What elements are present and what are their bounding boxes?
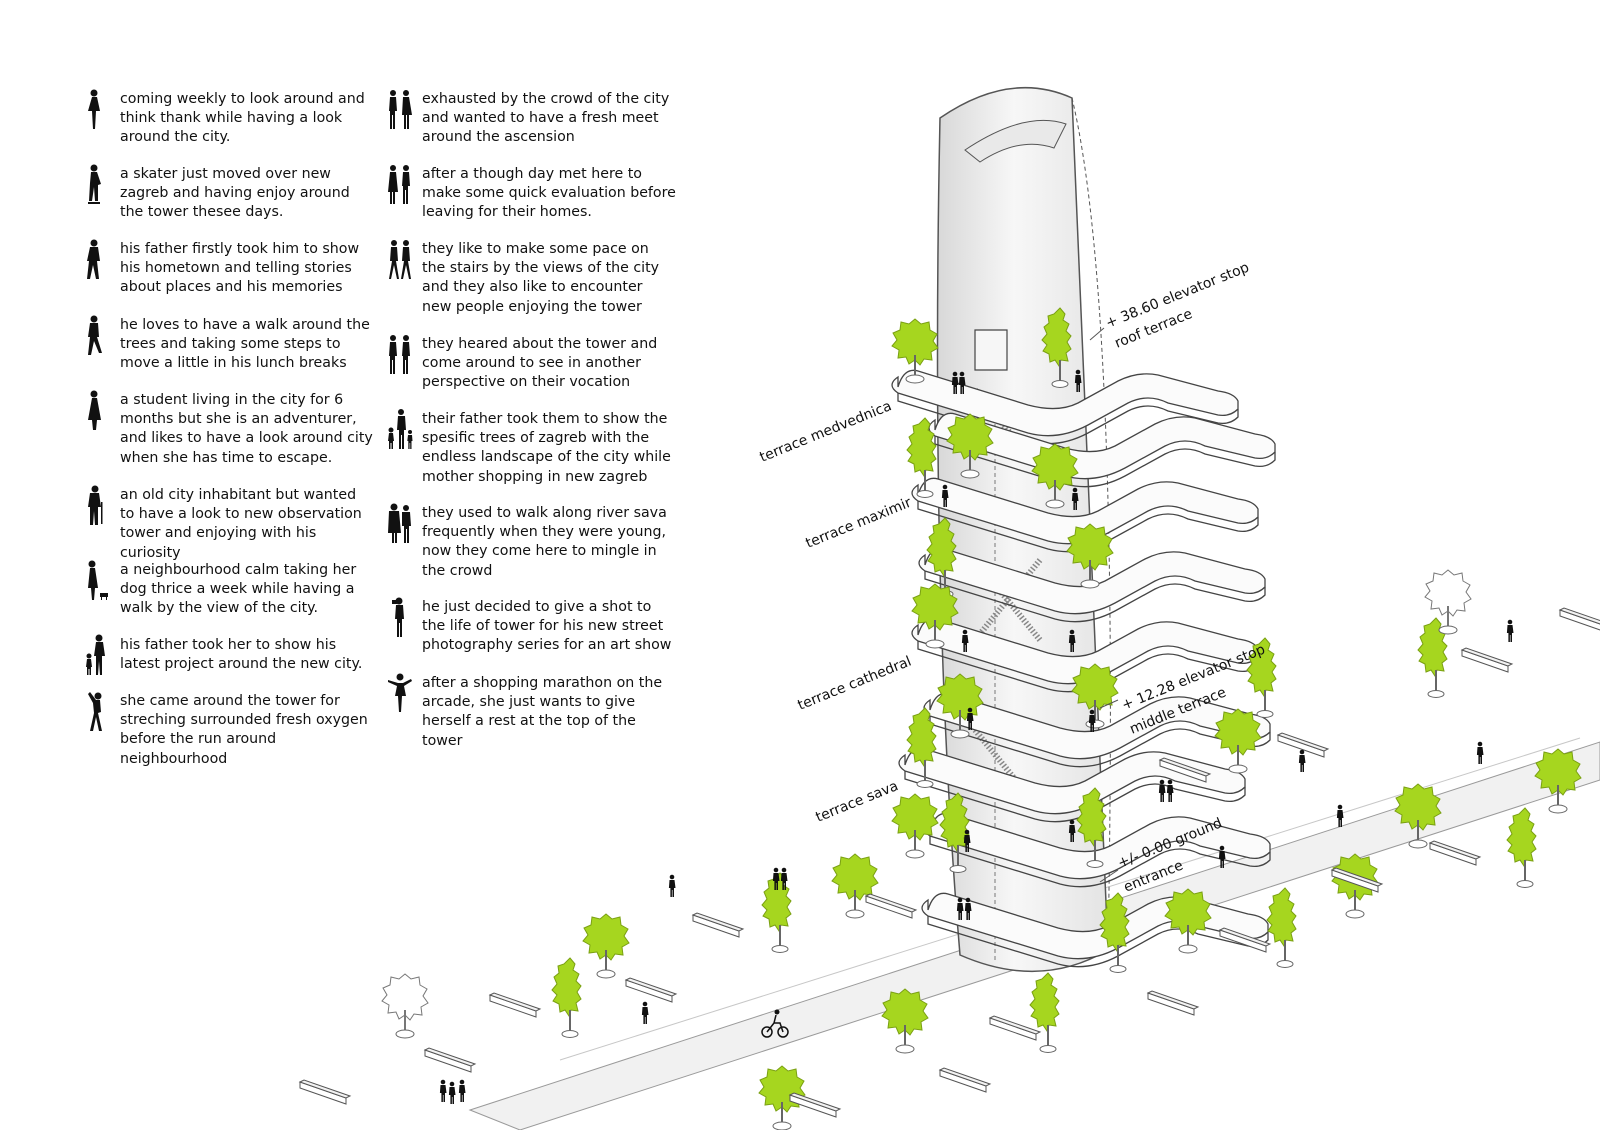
character-description: a skater just moved over new zagreb and … [120,166,350,221]
person-silhouette [1476,741,1484,764]
photographer-icon [392,597,404,637]
character-description: he loves to have a walk around the trees… [120,317,370,372]
person-silhouette [641,1001,649,1024]
person-silhouette [448,1081,456,1104]
couple-standing-icon [389,335,410,374]
bench [989,1015,1041,1041]
man-walking-icon [87,239,100,279]
father-and-child-icon [86,634,105,675]
woman-student-icon [88,390,101,430]
ground-tree [381,973,429,1039]
bench [299,1079,351,1105]
bench [1461,647,1513,673]
character-entry: his father took her to show his latest p… [84,634,374,678]
bench [1559,607,1600,633]
bench [489,992,541,1018]
bench [424,1047,476,1073]
character-entry: they heared about the tower and come aro… [386,335,676,393]
character-description: they used to walk along river sava frequ… [422,505,667,579]
character-entry: a student living in the city for 6 month… [84,390,374,468]
ground-tree [551,957,582,1038]
person-silhouette [668,874,676,897]
character-description: his father took her to show his latest p… [120,637,363,673]
character-entry: they used to walk along river sava frequ… [386,503,676,581]
bench [865,893,917,919]
terrace-sava-label: terrace sava [814,778,901,826]
terrace-tree [891,793,939,859]
character-description: after a though day met here to make some… [422,166,676,221]
couple-meeting-icon [389,90,412,129]
character-description: a student living in the city for 6 month… [120,392,373,466]
terrace-tree [891,318,939,384]
woman-standing-icon [88,89,100,129]
character-description: they heared about the tower and come aro… [422,336,658,391]
character-description: an old city inhabitant but wanted to hav… [120,487,362,561]
man-stepping-icon [88,315,102,355]
elevator-box [974,329,1008,371]
character-description: their father took them to show the spesi… [422,411,671,485]
ground-tree [1506,807,1537,888]
character-entry: he loves to have a walk around the trees… [84,315,374,374]
character-entry: he just decided to give a shot to the li… [386,597,676,656]
person-silhouette [439,1079,447,1102]
terrace-cathedral-label: terrace cathedral [796,654,914,714]
character-entry: their father took them to show the spesi… [386,409,676,487]
character-entry: she came around the tower for streching … [84,692,374,769]
woman-stretching-icon [88,692,102,731]
person-silhouette [1506,619,1514,642]
ground-tree [1029,972,1060,1053]
ground-tree [1266,887,1297,968]
person-silhouette [1336,804,1344,827]
character-entry: coming weekly to look around and think t… [84,89,374,148]
woman-dancing-icon [388,673,412,712]
couple-walking-icon [389,240,411,279]
bench [1429,840,1481,866]
character-entry: an old city inhabitant but wanted to hav… [84,485,374,563]
bench [939,1067,991,1093]
character-entry: after a though day met here to make some… [386,165,676,223]
character-entry: a skater just moved over new zagreb and … [84,164,374,223]
elderly-couple-icon [388,503,411,543]
person-silhouette [1158,779,1166,802]
ground-tree [831,853,879,919]
cyclist-icon [761,1009,789,1038]
character-description: coming weekly to look around and think t… [120,91,365,146]
person-silhouette [458,1079,466,1102]
character-entry: they like to make some pace on the stair… [386,240,676,317]
character-description: he just decided to give a shot to the li… [422,599,672,654]
character-description: after a shopping marathon on the arcade,… [422,675,663,749]
character-entry: a neighbourhood calm taking her dog thri… [84,560,374,619]
father-and-kids-icon [388,409,413,449]
character-description: his father firstly took him to show his … [120,241,360,296]
character-entry: his father firstly took him to show his … [84,239,374,298]
character-description: a neighbourhood calm taking her dog thri… [120,562,357,617]
skater-icon [88,164,101,204]
bench [625,977,677,1003]
character-description: she came around the tower for streching … [120,693,368,767]
character-entry: after a shopping marathon on the arcade,… [386,673,676,751]
woman-with-dog-icon [88,560,108,600]
couple-talking-icon [388,165,410,204]
old-man-icon [88,485,103,525]
ground-tree [582,913,630,979]
bench [692,912,744,938]
character-entry: exhausted by the crowd of the city and w… [386,90,676,148]
terrace-maximir-label: terrace maximir [804,495,914,552]
character-description: exhausted by the crowd of the city and w… [422,91,670,146]
character-description: they like to make some pace on the stair… [422,241,660,315]
person-silhouette [1166,779,1174,802]
person-silhouette [1298,749,1306,772]
bench [1147,990,1199,1016]
terrace-medvednica-label: terrace medvednica [758,398,894,466]
